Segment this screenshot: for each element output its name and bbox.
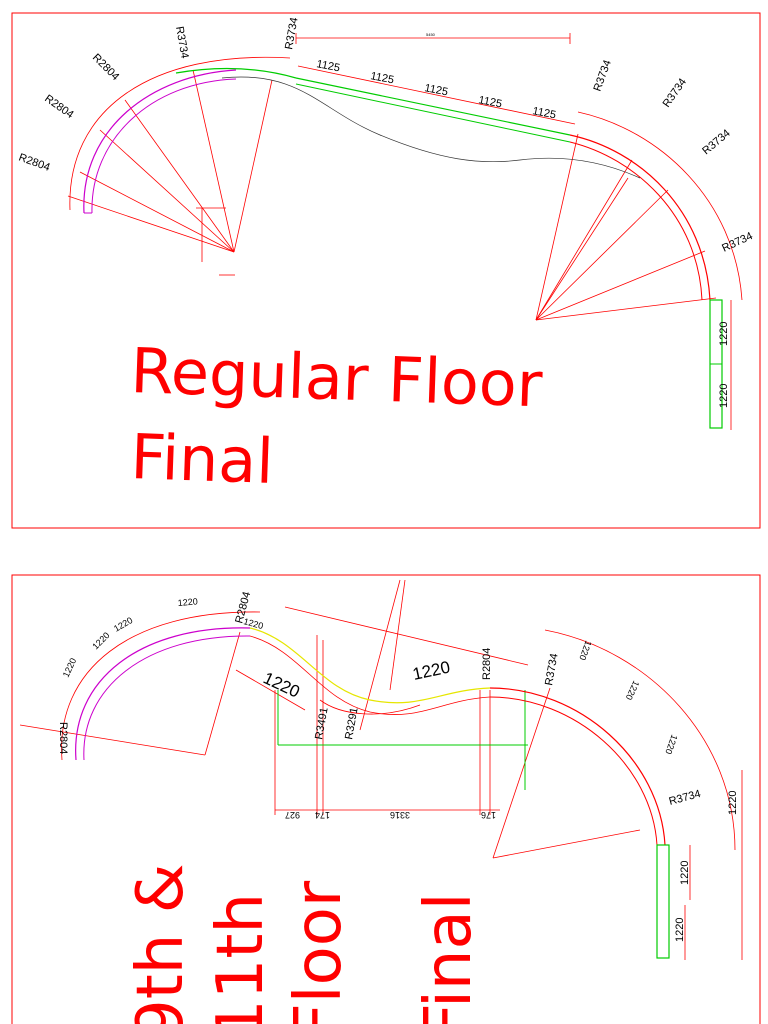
curtain-arc-right-inner xyxy=(569,141,703,301)
segment-label: 1125 xyxy=(423,82,449,98)
baseline-dimension: 174 xyxy=(315,810,330,820)
segment-label: 1220 xyxy=(718,322,730,346)
radius-label: R3734 xyxy=(543,653,560,687)
construction-lines xyxy=(19,579,743,960)
curtain-arc-left xyxy=(75,627,251,761)
sheet-frame xyxy=(11,12,761,529)
radius-label: R3734 xyxy=(592,58,614,93)
segment-label: 1220 xyxy=(61,656,79,678)
segment-label: 1125 xyxy=(369,70,395,86)
segment-label: 1220 xyxy=(624,679,642,701)
segment-label: 1220 xyxy=(663,733,679,755)
segment-label: 1220 xyxy=(90,630,111,651)
curtain-vertical-run xyxy=(656,844,670,959)
radius-label: R3291 xyxy=(343,707,360,741)
radius-label: R3734 xyxy=(283,17,300,51)
radius-label: R2804 xyxy=(57,722,69,754)
overall-dimension: 5450 xyxy=(426,32,436,37)
sheet-regular-floor: R2804 R2804 R2804 R3734 R3734 1125 1125 … xyxy=(11,12,761,529)
curtain-arc-right xyxy=(569,134,711,301)
curtain-wave xyxy=(249,627,491,704)
radius-label: R3734 xyxy=(700,127,733,157)
sheet-title-line3: Floor xyxy=(282,880,356,1024)
baseline-dimension: 3316 xyxy=(390,810,410,820)
radius-label: R2804 xyxy=(17,152,52,174)
radius-label: R3734 xyxy=(720,230,754,255)
radius-label: R2804 xyxy=(42,93,75,121)
sheet-title-line2: Final xyxy=(129,420,274,498)
sheet-9th-11th-floor: R2804 1220 1220 1220 1220 R2804 1220 122… xyxy=(11,574,761,1024)
segment-label: 1220 xyxy=(727,791,739,815)
segment-label: 1125 xyxy=(315,58,341,74)
dimension-straight-run xyxy=(297,65,576,125)
curtain-arc-left-inner xyxy=(91,78,237,214)
radius-label: R3491 xyxy=(313,707,330,741)
baseline-dimension: 927 xyxy=(285,810,300,820)
radius-label: R2804 xyxy=(481,648,493,680)
segment-label: 1220 xyxy=(177,596,198,608)
segment-label: 1220 xyxy=(718,384,730,408)
curtain-arc-right xyxy=(489,687,666,846)
curtain-arc-right-inner xyxy=(489,696,658,846)
dimension-arc-right xyxy=(544,629,736,851)
segment-label: 1220 xyxy=(674,918,686,942)
radius-label: R3734 xyxy=(173,25,190,59)
curtain-arc-left-inner xyxy=(83,635,251,761)
radius-label: R3734 xyxy=(668,788,702,808)
sheet-title: 9th & xyxy=(124,863,198,1024)
segment-label: 1220 xyxy=(112,615,134,634)
sheet-frame xyxy=(11,574,761,1024)
dimension-arc-left xyxy=(61,611,261,761)
construction-lines xyxy=(67,33,717,321)
curtain-straight-run xyxy=(295,77,571,136)
segment-label: 1220 xyxy=(411,657,452,683)
sheet-title-line2: 11th xyxy=(204,893,278,1024)
curtain-straight-run-inner xyxy=(295,83,571,143)
curtain-arc-left xyxy=(83,69,237,214)
curtain-arc-left-green xyxy=(175,67,297,79)
segment-label: 1220 xyxy=(577,639,593,661)
radius-label: R2804 xyxy=(90,52,121,83)
segment-label: 1125 xyxy=(531,105,557,121)
sheet-title-line4: Final xyxy=(412,893,486,1024)
sheet-title: Regular Floor xyxy=(129,334,544,421)
baseline-dimension: 176 xyxy=(481,810,496,820)
curtain-wave-reference xyxy=(221,76,641,179)
dimension-arc-left xyxy=(69,56,291,211)
radius-label: R3734 xyxy=(661,76,689,109)
segment-label: 1125 xyxy=(477,94,503,110)
segment-label: 1220 xyxy=(679,861,691,885)
dimension-arc-right xyxy=(577,111,743,301)
